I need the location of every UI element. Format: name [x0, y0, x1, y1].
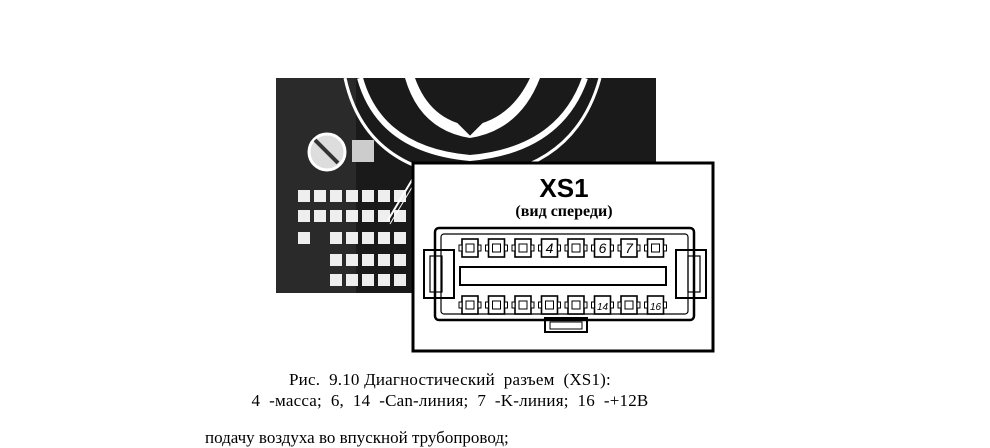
top-pin-label: 7 — [625, 240, 634, 256]
top-pin-4: 4 — [538, 238, 561, 258]
bottom-pin-label: 14 — [597, 302, 609, 313]
top-pin-2 — [485, 238, 508, 258]
top-pin-5 — [564, 238, 588, 258]
bottom-pin-row: 14 16 — [458, 295, 667, 315]
top-pin-3 — [511, 238, 535, 258]
bottom-pin-5 — [564, 295, 588, 315]
connector-title: XS1 — [539, 173, 588, 203]
bottom-pin-6: 14 — [591, 295, 614, 315]
body-text-cut-off: подачу воздуха во впускной трубопровод; — [205, 428, 509, 447]
connector-subtitle: (вид спереди) — [515, 203, 612, 220]
top-pin-1 — [458, 238, 482, 258]
top-pin-label: 4 — [546, 240, 554, 256]
connector-callout: XS1 (вид спереди) 4 6 7 14 16 — [411, 161, 715, 353]
top-pin-label: 6 — [599, 240, 607, 256]
bottom-pin-1 — [458, 295, 482, 315]
bottom-pin-3 — [511, 295, 535, 315]
diagnostic-connector-figure: XS1 (вид спереди) 4 6 7 14 16 — [276, 77, 715, 353]
bottom-pin-8: 16 — [644, 295, 667, 315]
bottom-pin-4 — [538, 295, 561, 315]
figure-caption-line-2: 4 -масса; 6, 14 -Can-линия; 7 -K-линия; … — [251, 391, 649, 410]
bottom-pin-2 — [485, 295, 508, 315]
figure-caption-line-1: Рис. 9.10 Диагностический разъем (XS1): — [289, 370, 611, 389]
bottom-pin-label: 16 — [650, 302, 662, 313]
top-pin-6: 6 — [591, 238, 614, 258]
top-pin-row: 4 6 7 — [458, 238, 667, 258]
bottom-pin-7 — [617, 295, 641, 315]
top-pin-8 — [644, 238, 667, 258]
connector-body — [423, 226, 707, 333]
top-pin-7: 7 — [617, 238, 641, 258]
fuse-block — [298, 190, 406, 286]
